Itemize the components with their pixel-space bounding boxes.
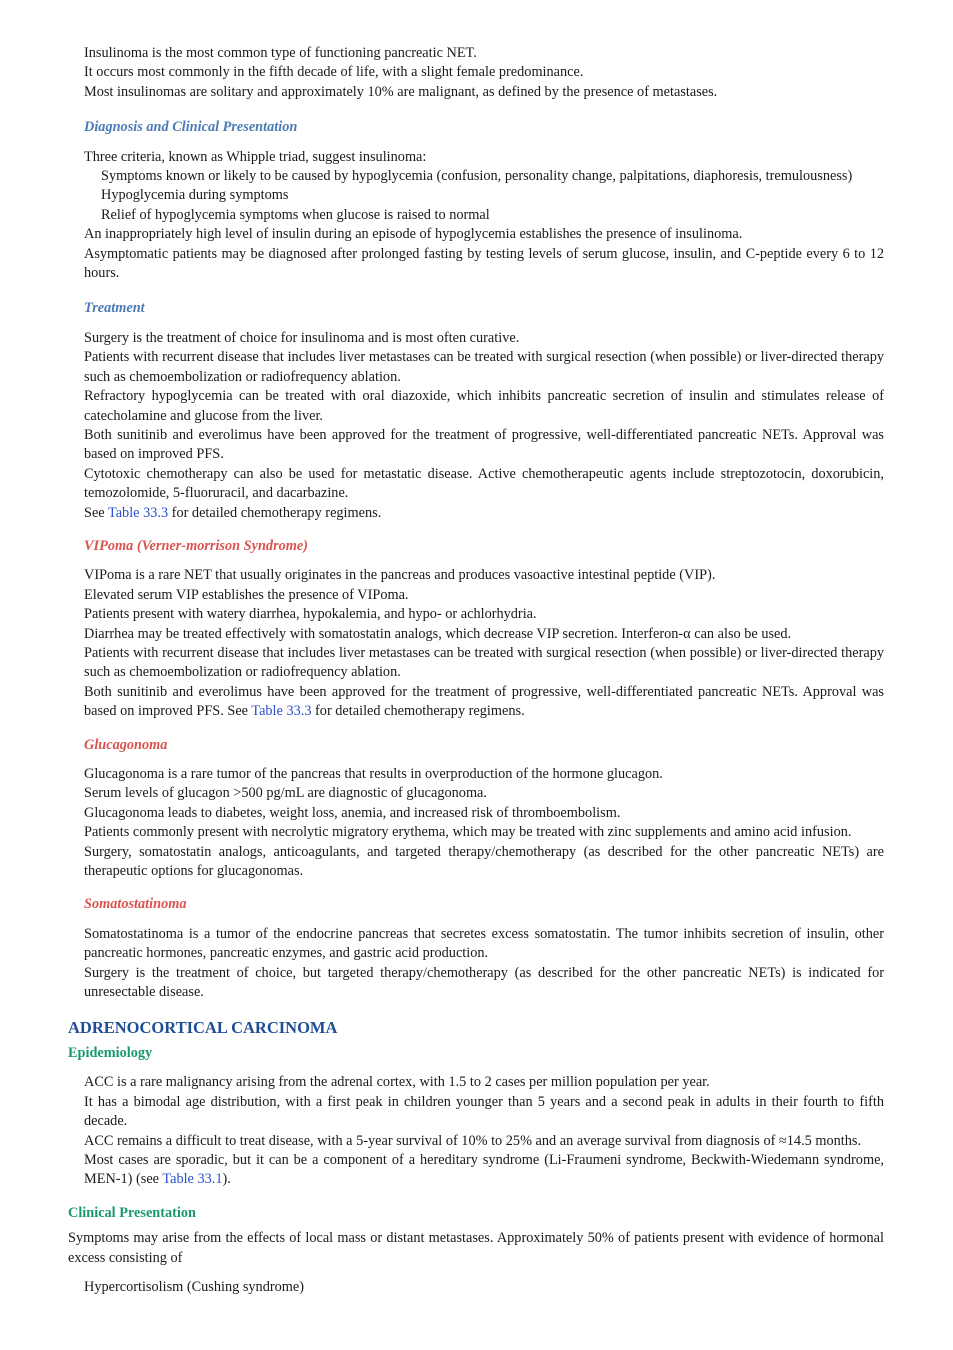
paragraph: Glucagonoma is a rare tumor of the pancr… — [84, 766, 663, 782]
subsection-heading-diagnosis: Diagnosis and Clinical Presentation — [84, 119, 298, 136]
paragraph: Patients commonly present with necrolyti… — [84, 824, 852, 841]
text: for detailed chemotherapy regimens. — [311, 703, 525, 720]
paragraph: Somatostatinoma is a tumor of the endocr… — [84, 925, 884, 962]
paragraph: ACC remains a difficult to treat disease… — [84, 1132, 862, 1149]
paragraph: Serum levels of glucagon >500 pg/mL are … — [84, 785, 487, 802]
paragraph: It occurs most commonly in the fifth dec… — [84, 64, 584, 81]
document-page: Insulinoma is the most common type of fu… — [0, 44, 953, 1297]
list-item: Relief of hypoglycemia symptoms when glu… — [101, 206, 490, 223]
paragraph: Patients with recurrent disease that inc… — [84, 349, 884, 385]
list-item: Symptoms known or likely to be caused by… — [101, 168, 853, 185]
paragraph: Diarrhea may be treated effectively with… — [84, 625, 792, 642]
paragraph: Patients with recurrent disease that inc… — [84, 644, 884, 681]
paragraph: Both sunitinib and everolimus have been … — [0, 683, 884, 722]
paragraph: Most cases are sporadic, but it can be a… — [0, 1151, 884, 1190]
table-link[interactable]: Table 33.1 — [162, 1171, 223, 1188]
paragraph: Glucagonoma leads to diabetes, weight lo… — [84, 804, 621, 821]
paragraph: Asymptomatic patients may be diagnosed a… — [84, 245, 884, 282]
paragraph: Surgery, somatostatin analogs, anticoagu… — [84, 843, 884, 880]
section-heading-acc: ADRENOCORTICAL CARCINOMA — [68, 1018, 338, 1038]
paragraph: See Table 33.3 for detailed chemotherapy… — [0, 504, 884, 523]
text: for detailed chemotherapy regimens. — [168, 504, 382, 521]
text: See — [84, 504, 108, 521]
paragraph: Elevated serum VIP establishes the prese… — [84, 586, 409, 603]
paragraph: Patients present with watery diarrhea, h… — [84, 606, 537, 623]
text: ). — [222, 1171, 231, 1188]
list-item: Hypoglycemia during symptoms — [101, 187, 289, 204]
table-link[interactable]: Table 33.3 — [251, 703, 312, 720]
subsection-heading-clinical-presentation: Clinical Presentation — [68, 1204, 197, 1221]
paragraph: Surgery is the treatment of choice, but … — [84, 964, 884, 1001]
subsection-heading-treatment: Treatment — [84, 300, 145, 317]
subsection-heading-epidemiology: Epidemiology — [68, 1044, 153, 1061]
subsection-heading-glucagonoma: Glucagonoma — [84, 736, 168, 753]
table-link[interactable]: Table 33.3 — [107, 504, 169, 521]
paragraph: Insulinoma is the most common type of fu… — [84, 45, 477, 61]
text: Most cases are sporadic, but it can be a… — [84, 1151, 884, 1188]
paragraph: Three criteria, known as Whipple triad, … — [84, 148, 427, 165]
paragraph: Cytotoxic chemotherapy can also be used … — [84, 465, 884, 502]
paragraph: VIPoma is a rare NET that usually origin… — [84, 567, 716, 584]
paragraph: Surgery is the treatment of choice for i… — [84, 329, 520, 346]
paragraph: Symptoms may arise from the effects of l… — [68, 1230, 884, 1266]
paragraph: ACC is a rare malignancy arising from th… — [84, 1074, 710, 1091]
paragraph: An inappropriately high level of insulin… — [84, 226, 743, 243]
text: Both sunitinib and everolimus have been … — [84, 683, 884, 720]
list-item: Hypercortisolism (Cushing syndrome) — [84, 1278, 304, 1295]
paragraph: Both sunitinib and everolimus have been … — [84, 426, 884, 463]
paragraph: Most insulinomas are solitary and approx… — [84, 83, 718, 100]
subsection-heading-somatostatinoma: Somatostatinoma — [84, 896, 187, 913]
paragraph: Refractory hypoglycemia can be treated w… — [84, 388, 884, 424]
subsection-heading-vipoma: VIPoma (Verner-morrison Syndrome) — [84, 537, 309, 554]
paragraph: It has a bimodal age distribution, with … — [84, 1093, 884, 1130]
